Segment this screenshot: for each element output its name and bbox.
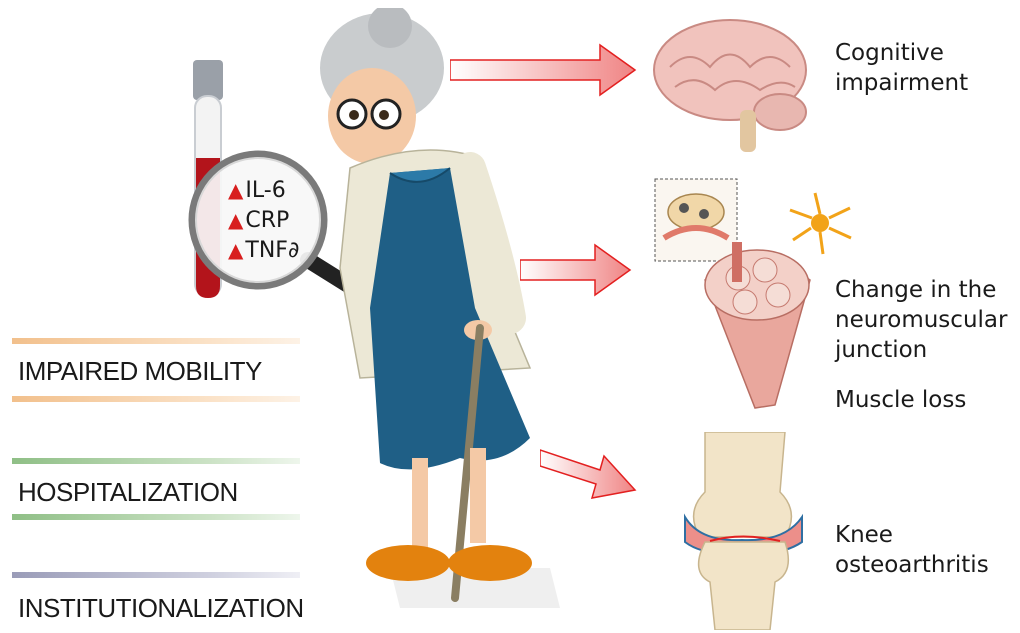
outcome-band-top — [12, 458, 300, 464]
arrow-to-muscle — [520, 240, 635, 300]
up-arrow-icon: ▲ — [228, 238, 243, 262]
marker-il6: ▲IL-6 — [228, 178, 286, 203]
marker-tnf: ▲TNF∂ — [228, 238, 299, 263]
outcome-hospitalization: HOSPITALIZATION — [18, 477, 238, 508]
outcome-institutionalization: INSTITUTIONALIZATION — [18, 593, 304, 624]
label-cognitive-impairment: Cognitive impairment — [835, 38, 968, 98]
outcome-band-top — [12, 572, 300, 578]
arrow-to-brain — [450, 40, 640, 100]
label-knee-osteoarthritis: Knee osteoarthritis — [835, 520, 989, 580]
outcome-impaired-mobility: IMPAIRED MOBILITY — [18, 356, 262, 387]
marker-crp: ▲CRP — [228, 208, 289, 233]
label-neuromuscular: Change in the neuromuscular junction — [835, 275, 1007, 365]
muscle-fiber-illustration — [700, 240, 820, 410]
up-arrow-icon: ▲ — [228, 178, 243, 202]
outcome-band-top — [12, 338, 300, 344]
up-arrow-icon: ▲ — [228, 208, 243, 232]
outcome-band-bottom — [12, 396, 300, 402]
label-muscle-loss: Muscle loss — [835, 385, 966, 415]
arrow-to-knee — [540, 440, 640, 510]
knee-joint-illustration — [680, 432, 810, 630]
brain-illustration — [650, 12, 810, 157]
outcome-band-bottom — [12, 514, 300, 520]
